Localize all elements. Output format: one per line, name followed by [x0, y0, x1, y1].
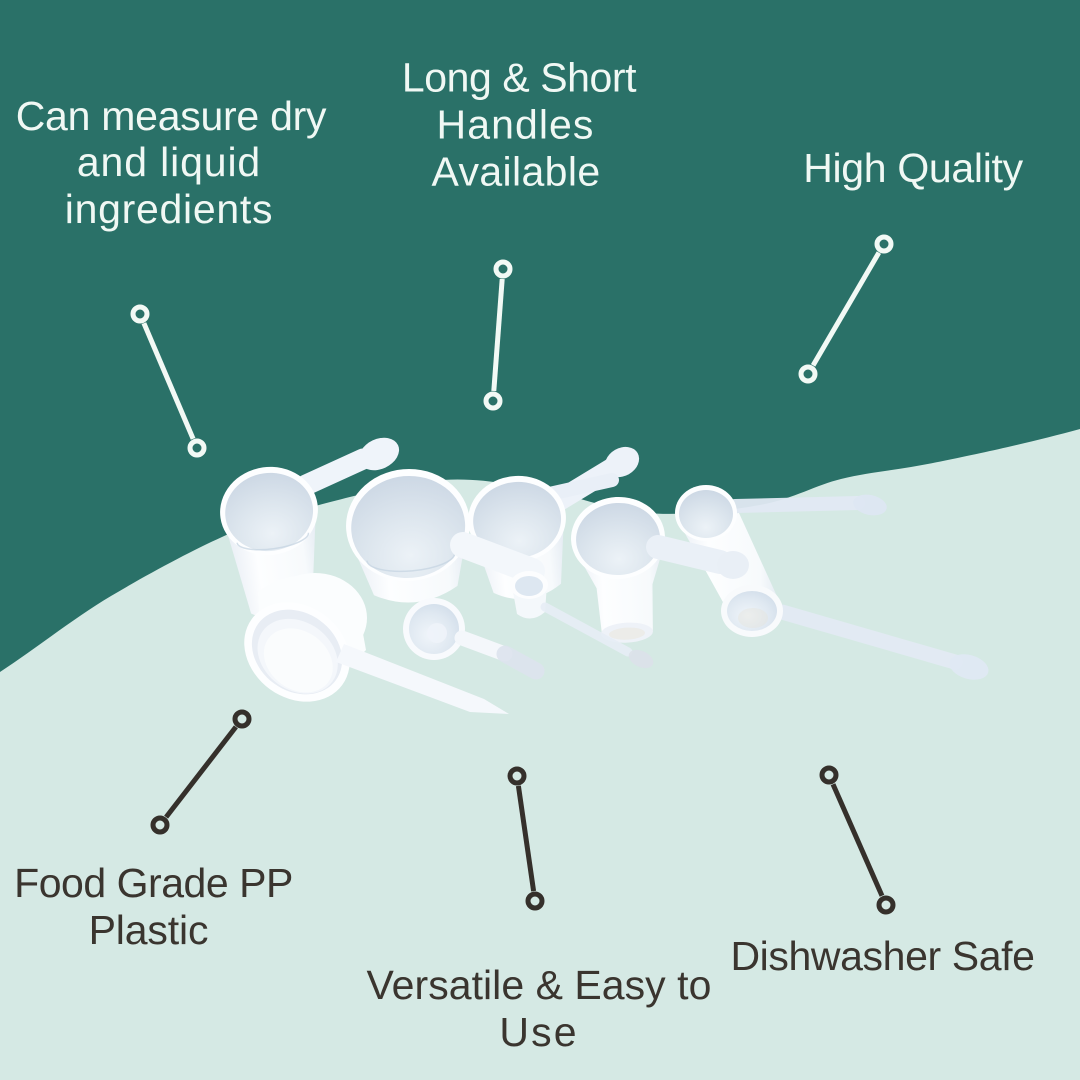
- svg-text:ingredients: ingredients: [65, 186, 274, 232]
- svg-text:High Quality: High Quality: [803, 145, 1023, 191]
- svg-text:Food Grade PP: Food Grade PP: [14, 860, 293, 906]
- svg-text:and liquid: and liquid: [77, 139, 261, 185]
- svg-text:Handles: Handles: [437, 102, 595, 148]
- svg-text:Use: Use: [499, 1009, 578, 1055]
- svg-text:Plastic: Plastic: [89, 907, 209, 953]
- svg-text:Available: Available: [431, 149, 600, 195]
- svg-text:Versatile & Easy to: Versatile & Easy to: [367, 962, 712, 1008]
- svg-text:Dishwasher Safe: Dishwasher Safe: [730, 933, 1034, 979]
- svg-text:Can measure dry: Can measure dry: [16, 93, 327, 139]
- svg-text:Long & Short: Long & Short: [402, 55, 637, 101]
